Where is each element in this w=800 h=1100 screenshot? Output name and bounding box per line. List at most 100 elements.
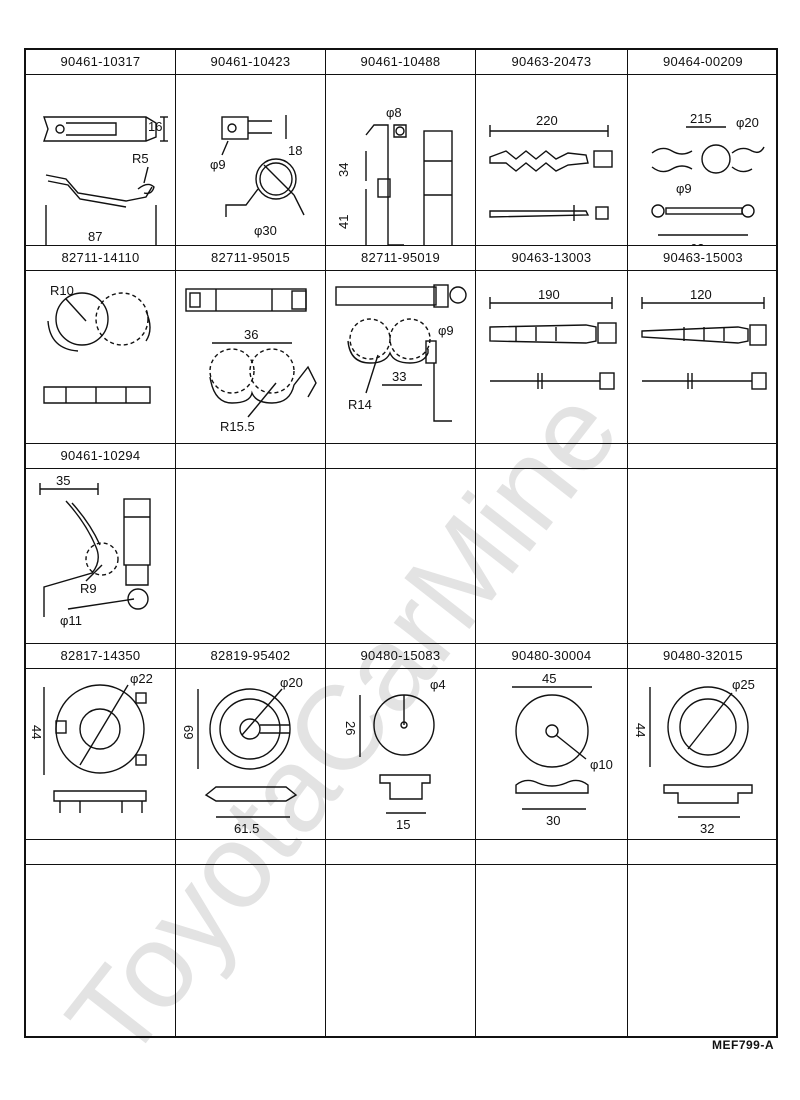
part-cell: 90463-15003 120 (628, 246, 778, 444)
empty-cell (628, 444, 778, 644)
empty-cell (326, 444, 476, 644)
part-number: 90480-30004 (476, 644, 627, 669)
part-number (326, 840, 475, 865)
part-number (326, 444, 475, 469)
part-number: 90480-15083 (326, 644, 475, 669)
dim-label: 32 (700, 821, 714, 836)
dim-label: 120 (690, 287, 712, 302)
dim-label: 33 (392, 369, 406, 384)
part-cell: 90463-13003 190 (476, 246, 628, 444)
dim-label: 35 (56, 473, 70, 488)
part-cell: 90461-10317 16 R5 87 (26, 50, 176, 246)
dim-label: R10 (50, 283, 74, 298)
part-cell: 90461-10488 φ8 34 41 18 (326, 50, 476, 246)
dim-label: R5 (132, 151, 149, 166)
part-cell: 90480-15083 φ4 26 15 (326, 644, 476, 840)
dim-label: φ11 (60, 613, 82, 628)
part-number (476, 840, 627, 865)
part-drawing: 45 φ10 30 (512, 671, 613, 828)
dim-label: 215 (690, 111, 712, 126)
part-cell: 90461-10423 18 φ9 φ30 (176, 50, 326, 246)
part-cell: 82819-95402 φ20 69 61.5 (176, 644, 326, 840)
part-number: 90461-10488 (326, 50, 475, 75)
empty-cell (476, 444, 628, 644)
part-drawing: 36 R15.5 (185, 288, 317, 434)
dim-label: 61.5 (234, 821, 259, 836)
part-number: 90461-10294 (26, 444, 175, 469)
dim-label: φ9 (210, 157, 226, 172)
empty-cell (628, 840, 778, 1037)
dim-label: R14 (348, 397, 372, 412)
dim-label: φ20 (736, 115, 759, 130)
part-number: 90480-32015 (628, 644, 778, 669)
empty-cell (176, 840, 326, 1037)
part-number: 82817-14350 (26, 644, 175, 669)
dim-label: 190 (538, 287, 560, 302)
dim-label: 45 (542, 671, 556, 686)
part-cell: 82711-95019 φ9 33 R14 (326, 246, 476, 444)
empty-cell (476, 840, 628, 1037)
part-drawing: φ4 26 15 (343, 677, 446, 832)
dim-label: φ25 (732, 677, 755, 692)
part-number: 90463-20473 (476, 50, 627, 75)
dim-label: R9 (80, 581, 97, 596)
part-cell: 90461-10294 35 R9 φ11 (26, 444, 176, 644)
part-drawing: 18 φ9 φ30 (210, 115, 305, 238)
part-number: 90464-00209 (628, 50, 778, 75)
part-number (26, 840, 175, 865)
dim-label: 44 (633, 723, 648, 737)
dim-label: R15.5 (220, 419, 255, 434)
dim-label: φ9 (438, 323, 454, 338)
part-number (476, 444, 627, 469)
part-cell: 90480-30004 45 φ10 30 (476, 644, 628, 840)
part-cell: 82711-14110 R10 (26, 246, 176, 444)
dim-label: 26 (343, 721, 358, 735)
part-drawing: R10 (43, 283, 151, 404)
part-drawing: 220 (489, 113, 613, 221)
part-number (176, 444, 325, 469)
dim-label: φ4 (430, 677, 446, 692)
dim-label: 15 (396, 817, 410, 832)
dim-label: φ20 (280, 675, 303, 690)
part-drawing: φ20 69 61.5 (181, 675, 303, 836)
empty-cell (326, 840, 476, 1037)
part-cell: 82817-14350 φ22 44 (26, 644, 176, 840)
dim-label: 30 (546, 813, 560, 828)
part-cell: 90464-00209 215 φ20 φ9 63 (628, 50, 778, 246)
part-number: 90461-10317 (26, 50, 175, 75)
dim-label: 16 (148, 119, 162, 134)
dim-label: 220 (536, 113, 558, 128)
part-cell: 90480-32015 φ25 44 32 (628, 644, 778, 840)
parts-grid: 90461-10317 16 R5 87 90461-10423 (24, 48, 778, 1038)
part-cell: 82711-95015 36 R15.5 (176, 246, 326, 444)
part-number: 90463-13003 (476, 246, 627, 271)
part-drawing: 35 R9 φ11 (39, 473, 151, 628)
dim-label: 18 (288, 143, 302, 158)
dim-label: φ9 (676, 181, 692, 196)
part-drawing: 215 φ20 φ9 63 (651, 111, 765, 245)
dim-label: φ8 (386, 105, 402, 120)
part-number (176, 840, 325, 865)
part-number (628, 840, 778, 865)
part-number (628, 444, 778, 469)
dim-label: 34 (336, 163, 351, 177)
dim-label: 87 (88, 229, 102, 244)
dim-label: 44 (29, 725, 44, 739)
dim-label: 36 (244, 327, 258, 342)
part-number: 90461-10423 (176, 50, 325, 75)
dim-label: φ30 (254, 223, 277, 238)
part-drawing: φ25 44 32 (633, 677, 755, 836)
part-number: 82819-95402 (176, 644, 325, 669)
dim-label: 69 (181, 725, 196, 739)
part-number: 90463-15003 (628, 246, 778, 271)
figure-code: MEF799-A (711, 1038, 774, 1052)
part-drawing: φ22 44 (29, 671, 153, 813)
part-number: 82711-95015 (176, 246, 325, 271)
part-cell: 90463-20473 220 (476, 50, 628, 246)
part-drawing: 16 R5 87 (43, 116, 168, 245)
part-drawing: φ9 33 R14 (335, 284, 467, 422)
part-drawing: 120 (641, 287, 767, 390)
empty-cell (26, 840, 176, 1037)
part-number: 82711-14110 (26, 246, 175, 271)
empty-cell (176, 444, 326, 644)
